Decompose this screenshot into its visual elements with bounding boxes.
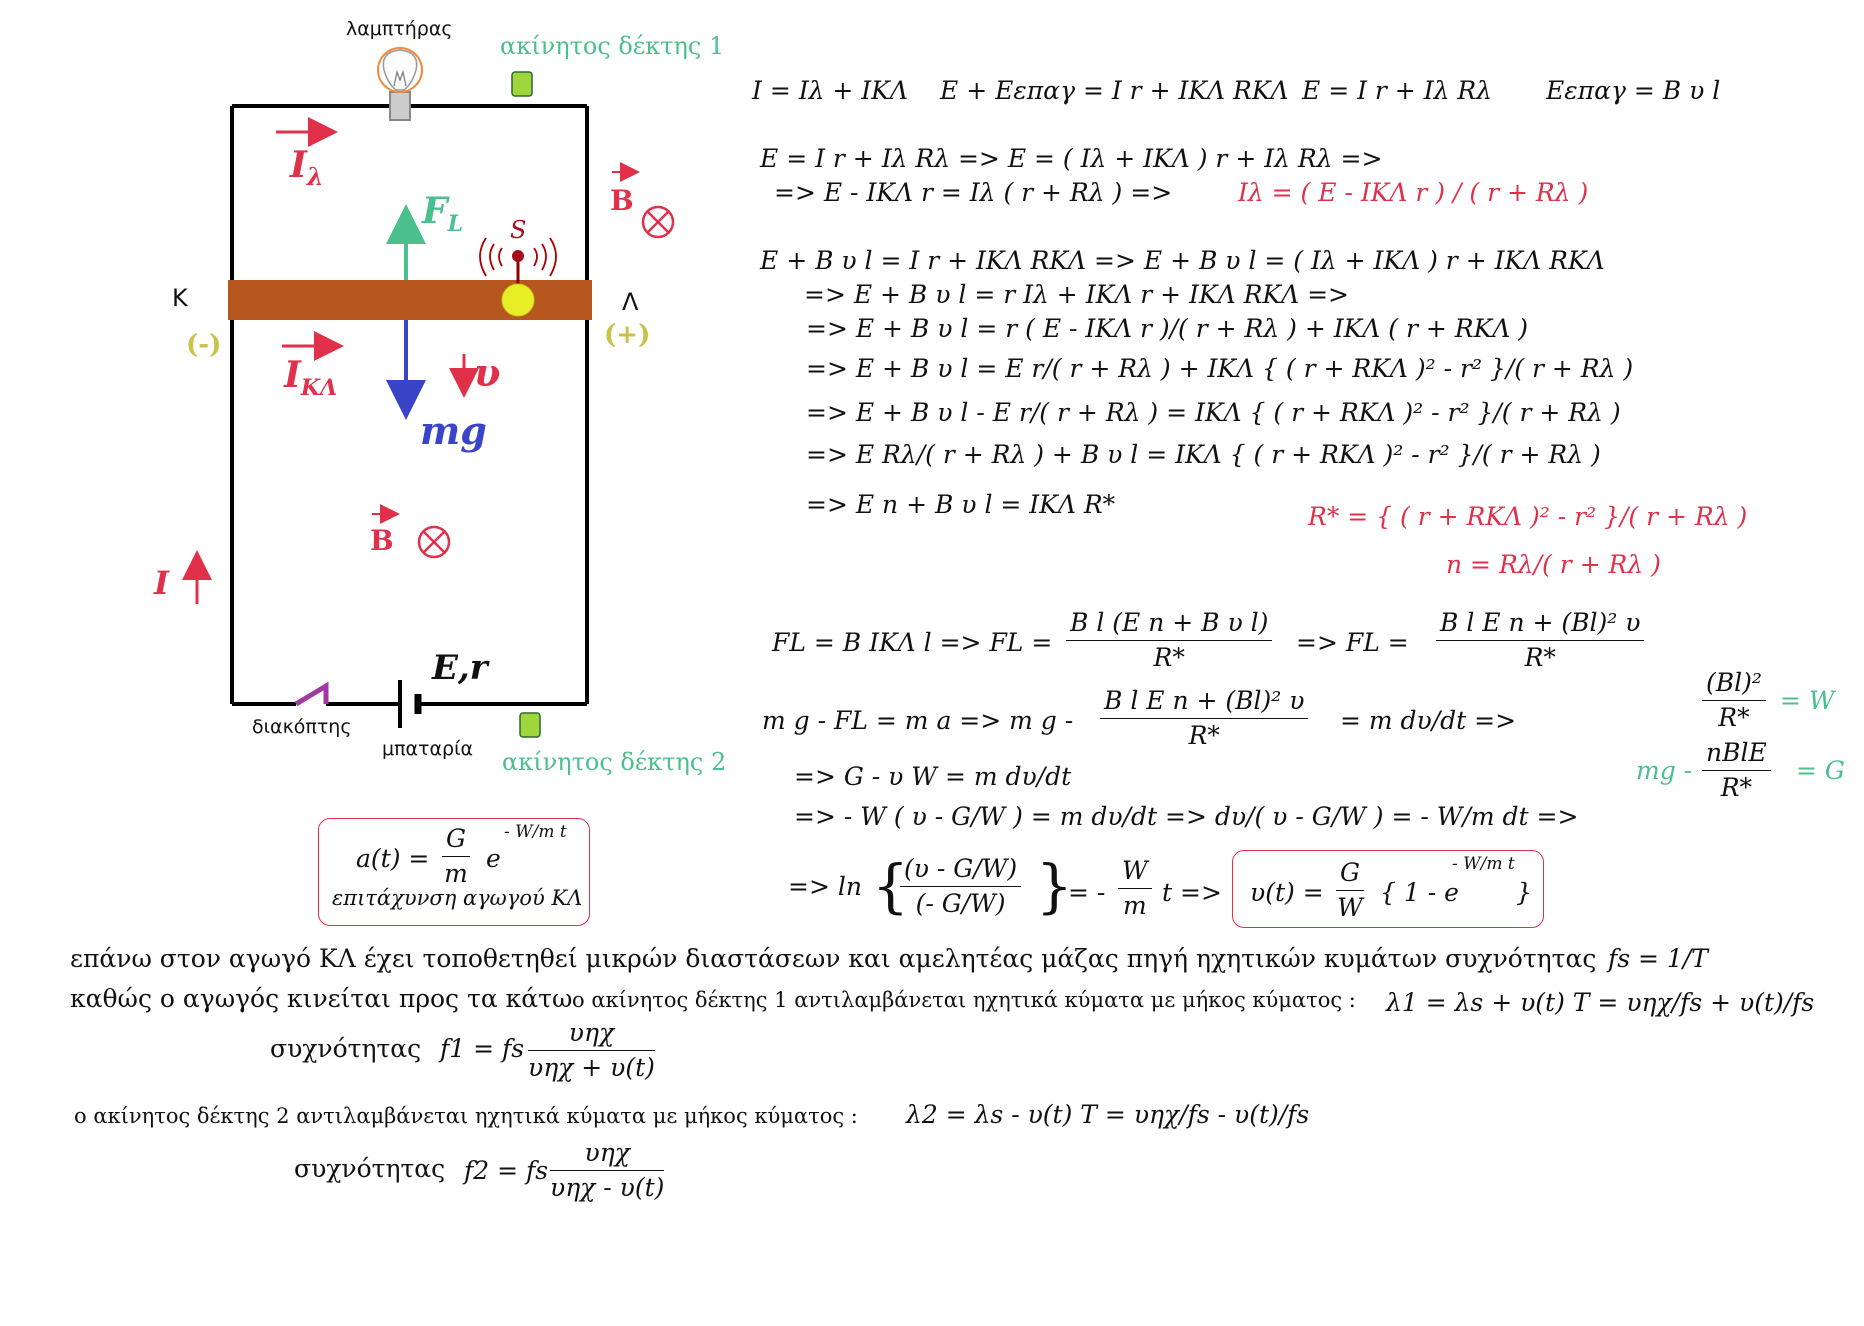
text-f1-lhs: f1 = fs [440, 1034, 525, 1063]
lamp-label: λαμπτήρας [346, 18, 453, 40]
plus-terminal-label: (+) [604, 320, 651, 350]
conductor-rod [228, 280, 592, 320]
eq-row1-1: I = Iλ + IΚΛ [752, 76, 908, 105]
eq-row1-4: Eεπαγ = B υ l [1546, 76, 1721, 105]
eq-v-exp: - W/m t [1452, 854, 1515, 874]
lamp [377, 47, 423, 121]
eq-b4: => E + B υ l = E r/( r + Rλ ) + IΚΛ { ( … [806, 354, 1634, 383]
eq-v-lhs: υ(t) = [1250, 878, 1324, 907]
minus-terminal-label: (-) [186, 330, 222, 360]
eq-n-def: n = Rλ/( r + Rλ ) [1446, 550, 1661, 579]
eq-a1: E = I r + Iλ Rλ => E = ( Iλ + IΚΛ ) r + … [760, 144, 1383, 173]
receiver-2-label: ακίνητος δέκτης 2 [502, 748, 727, 776]
eq-w-rhs: = W [1780, 686, 1835, 715]
text-p4-eq: λ2 = λs - υ(t) T = υηχ/fs - υ(t)/fs [906, 1100, 1310, 1129]
source-label: S [510, 216, 527, 244]
b-field-label-mid: B [370, 524, 394, 557]
receiver-2 [519, 712, 541, 738]
eq-a-e: e [486, 844, 501, 873]
eq-fl-arrow: => FL = [1296, 628, 1409, 657]
i-lambda-label: Iλ [290, 144, 324, 192]
eq-c2: => - W ( υ - G/W ) = m dυ/dt => dυ/( υ -… [794, 802, 1579, 831]
eq-fl-frac1: B l (E n + B υ l)R* [1066, 606, 1273, 675]
force-fl-label: FL [422, 190, 464, 238]
eq-a-caption: επιτάχυνση αγωγού ΚΛ [332, 886, 583, 910]
eq-ln-t: t => [1162, 878, 1222, 907]
eq-fl1: FL = B IΚΛ l => FL = [772, 628, 1053, 657]
eq-mg1: m g - FL = m a => m g - [762, 706, 1074, 735]
velocity-label: υ [474, 350, 501, 395]
eq-g-rhs: = G [1796, 756, 1845, 785]
weight-label: mg [420, 408, 487, 453]
eq-row1-2: E + Eεπαγ = I r + IΚΛ RΚΛ [940, 76, 1289, 105]
text-p3: συχνότητας [270, 1034, 422, 1063]
i-total-label: I [154, 564, 169, 602]
eq-v-rhs: { 1 - e [1380, 878, 1459, 907]
eq-mg2: = m dυ/dt => [1340, 706, 1517, 735]
eq-b1: E + B υ l = I r + IΚΛ RΚΛ => E + B υ l =… [760, 246, 1605, 275]
eq-rstar: R* = { ( r + RΚΛ )² - r² }/( r + Rλ ) [1308, 502, 1748, 531]
text-p2: καθώς ο αγωγός κινείται προς τα κάτω [70, 984, 573, 1013]
switch [294, 681, 329, 707]
eq-v-close: } [1516, 878, 1532, 907]
field-into-page-symbol [641, 205, 675, 239]
battery-label: μπαταρία [382, 738, 474, 760]
battery [398, 680, 422, 728]
receiver-1 [511, 71, 533, 97]
eq-ln-pre: => ln [788, 872, 862, 901]
eq-a2: => E - IΚΛ r = Iλ ( r + Rλ ) => [774, 178, 1173, 207]
velocity-result-box [1232, 850, 1544, 928]
node-l-label: Λ [622, 288, 639, 316]
switch-label: διακόπτης [252, 716, 352, 738]
eq-b5: => E + B υ l - E r/( r + Rλ ) = IΚΛ { ( … [806, 398, 1621, 427]
text-p2-eq: λ1 = λs + υ(t) T = υηχ/fs + υ(t)/fs [1386, 988, 1815, 1017]
b-field-label-top: B [610, 184, 634, 217]
eq-b3: => E + B υ l = r ( E - IΚΛ r )/( r + Rλ … [806, 314, 1529, 343]
sound-source [479, 237, 557, 317]
node-k-label: Κ [172, 284, 188, 312]
text-p1: επάνω στον αγωγό ΚΛ έχει τοποθετηθεί μικ… [70, 944, 1597, 973]
eq-b2: => E + B υ l = r Iλ + IΚΛ r + IΚΛ RΚΛ => [804, 280, 1349, 309]
acceleration-result-box [318, 818, 590, 926]
eq-ln-frac: (υ - G/W)(- G/W) [900, 852, 1022, 921]
eq-b6: => E Rλ/( r + Rλ ) + B υ l = IΚΛ { ( r +… [806, 440, 1601, 469]
eq-row1-3: E = I r + Iλ Rλ [1302, 76, 1493, 105]
text-p1-eq: fs = 1/T [1608, 944, 1708, 973]
emf-label: E,r [432, 648, 488, 688]
field-into-page-symbol [417, 525, 451, 559]
text-p5: συχνότητας [294, 1154, 446, 1183]
eq-c1: => G - υ W = m dυ/dt [794, 762, 1072, 791]
text-p4: ο ακίνητος δέκτης 2 αντιλαμβάνεται ηχητι… [74, 1104, 858, 1128]
receiver-1-label: ακίνητος δέκτης 1 [500, 32, 725, 60]
eq-a-lhs: a(t) = [356, 844, 430, 873]
eq-a2-result: Iλ = ( E - IΚΛ r ) / ( r + Rλ ) [1238, 178, 1589, 207]
eq-b7: => E n + B υ l = IΚΛ R* [806, 490, 1116, 519]
text-p2b: ο ακίνητος δέκτης 1 αντιλαμβάνεται ηχητι… [572, 988, 1356, 1012]
eq-g-lhs: mg - [1636, 756, 1693, 785]
eq-ln-mid: = - [1068, 878, 1106, 907]
ln-brace-close: } [1036, 852, 1073, 920]
i-kl-label: IΚΛ [284, 354, 338, 402]
text-f2-lhs: f2 = fs [464, 1156, 549, 1185]
circuit-wire [230, 104, 589, 706]
circuit-diagram [182, 47, 675, 738]
eq-a-exp: - W/m t [504, 822, 567, 842]
